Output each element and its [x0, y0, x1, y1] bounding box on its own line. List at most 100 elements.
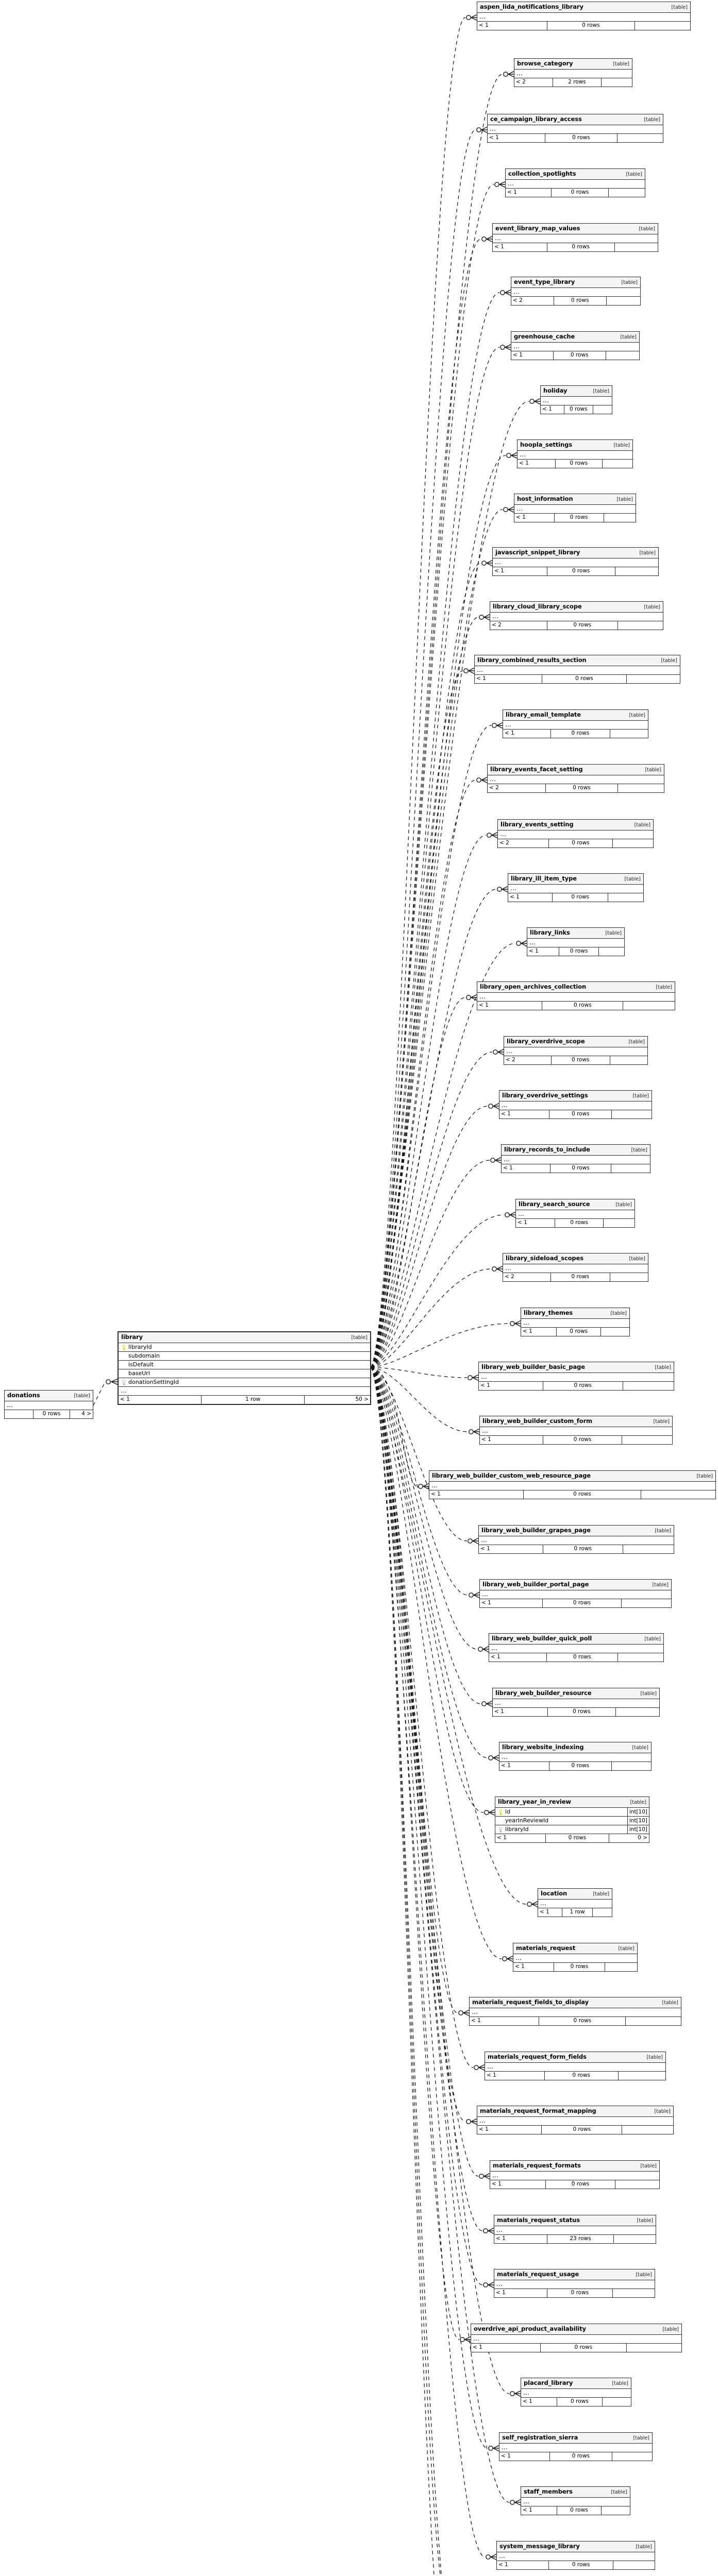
table-node-library-web-builder-quick-poll[interactable]: library_web_builder_quick_poll[table]…< … — [489, 1633, 664, 1663]
footer-parent-count: < 1 — [495, 1834, 546, 1843]
table-node-materials-request-form-fields[interactable]: materials_request_form_fields[table]…< 1… — [485, 2052, 666, 2081]
table-header: staff_members[table] — [521, 2487, 630, 2498]
footer-child-count — [626, 2017, 681, 2025]
columns-ellipsis: … — [493, 234, 658, 244]
table-name: system_message_library — [499, 2543, 580, 2550]
table-name: hoopla_settings — [520, 441, 573, 448]
footer-child-count — [613, 2289, 655, 2297]
footer-parent-count: < 1 — [494, 2289, 547, 2298]
table-name: library_events_setting — [500, 821, 574, 828]
table-column-row[interactable]: subdomain — [119, 1352, 370, 1361]
footer-child-count — [619, 2072, 665, 2080]
table-node-library-web-builder-portal-page[interactable]: library_web_builder_portal_page[table]…<… — [479, 1579, 672, 1608]
columns-ellipsis: … — [502, 1156, 650, 1165]
table-node-library-web-builder-custom-web-resource-page[interactable]: library_web_builder_custom_web_resource_… — [429, 1470, 716, 1500]
table-node-library-web-builder-grapes-page[interactable]: library_web_builder_grapes_page[table]…<… — [478, 1525, 674, 1554]
footer-parent-count: < 1 — [508, 893, 553, 902]
table-node-library-combined-results-section[interactable]: library_combined_results_section[table]…… — [474, 655, 680, 684]
footer-row-count: 0 rows — [556, 460, 603, 468]
footer-row-count: 0 rows — [545, 134, 617, 143]
table-header: library_year_in_review[table] — [495, 1797, 649, 1808]
footer-parent-count: < 1 — [485, 2072, 545, 2080]
table-column-row[interactable]: baseUrl — [119, 1369, 370, 1379]
table-column-row[interactable]: isDefault — [119, 1361, 370, 1370]
table-node-materials-request-fields-to-display[interactable]: materials_request_fields_to_display[tabl… — [469, 1997, 681, 2026]
footer-child-count — [610, 730, 648, 738]
columns-ellipsis: … — [489, 1645, 663, 1654]
table-node-aspen-lida-notifications-library[interactable]: aspen_lida_notifications_library[table]…… — [477, 2, 691, 31]
footer-child-count — [611, 1164, 650, 1173]
table-node-overdrive-api-product-availability[interactable]: overdrive_api_product_availability[table… — [471, 2324, 682, 2353]
footer-row-count: 0 rows — [550, 1164, 612, 1173]
footer-row-count: 0 rows — [547, 22, 635, 30]
table-node-library-web-builder-custom-form[interactable]: library_web_builder_custom_form[table]…<… — [479, 1416, 673, 1445]
columns-ellipsis: … — [479, 1536, 674, 1546]
table-type-label: [table] — [632, 1093, 649, 1099]
table-column-row[interactable]: donationSettingId — [119, 1378, 370, 1387]
footer-row-count: 0 rows — [542, 675, 627, 684]
table-node-materials-request-format-mapping[interactable]: materials_request_format_mapping[table]…… — [477, 2106, 674, 2135]
table-node-library-open-archives-collection[interactable]: library_open_archives_collection[table]…… — [477, 981, 675, 1011]
table-node-library-web-builder-basic-page[interactable]: library_web_builder_basic_page[table]…< … — [478, 1362, 674, 1391]
table-header: holiday[table] — [541, 386, 612, 397]
table-name: location — [541, 1890, 567, 1897]
table-header: library_website_indexing[table] — [499, 1742, 651, 1754]
table-column-row[interactable]: libraryId — [119, 1343, 370, 1352]
table-header: library_web_builder_custom_form[table] — [480, 1416, 672, 1428]
table-type-label: [table] — [593, 388, 609, 394]
footer-child-count — [618, 784, 664, 792]
column-type: int[10] — [627, 1825, 649, 1834]
columns-ellipsis: … — [499, 1101, 652, 1111]
table-type-label: [table] — [652, 1582, 669, 1588]
footer-row-count: 0 rows — [559, 947, 599, 956]
table-header: library_web_builder_resource[table] — [493, 1688, 659, 1700]
footer-row-count: 0 rows — [547, 567, 615, 576]
footer-child-count — [593, 405, 612, 414]
